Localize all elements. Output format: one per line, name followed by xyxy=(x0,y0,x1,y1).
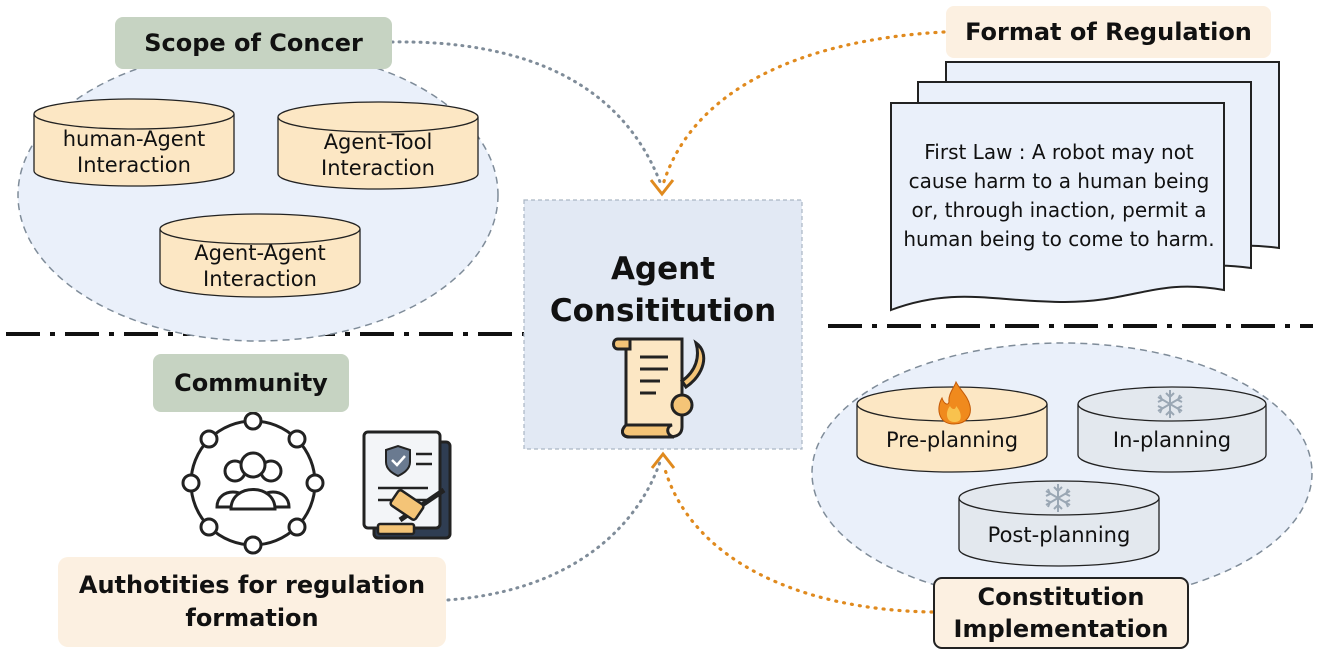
agent-constitution-title: Agent Consititution xyxy=(549,251,777,329)
flame-icon xyxy=(938,380,971,425)
cylinder-human-agent xyxy=(33,98,235,187)
community-title: Community xyxy=(153,354,349,412)
authorities-arrow xyxy=(446,460,662,602)
cylinder-agent-agent xyxy=(159,213,361,298)
implementation-arrowhead xyxy=(650,451,676,469)
legal-document-icon xyxy=(362,430,452,540)
cylinder-agent-tool xyxy=(277,101,479,190)
format-arrow xyxy=(660,30,946,190)
first-law-text: First Law : A robot may not cause harm t… xyxy=(903,140,1215,251)
implementation-arrow xyxy=(662,464,934,614)
law-document-stack xyxy=(890,61,1280,312)
snowflake-icon xyxy=(1157,390,1183,418)
stage-post-planning: Post-planning xyxy=(987,523,1131,547)
snowflake-icon xyxy=(1045,484,1071,512)
constitution-implementation-title: Constitution Implementation xyxy=(933,577,1189,649)
scroll-icon xyxy=(612,337,706,439)
scope-arrow xyxy=(390,40,662,184)
authorities-label: Authotities for regulation formation xyxy=(58,557,446,647)
people-network-icon xyxy=(181,411,325,555)
stage-in-planning: In-planning xyxy=(1112,428,1232,452)
scope-of-concern-title: Scope of Concer xyxy=(115,17,392,69)
cylinder-in-planning xyxy=(1077,386,1267,473)
scope-item-agent-agent: Agent-Agent Interaction xyxy=(194,241,326,291)
scope-item-human-agent: human-Agent Interaction xyxy=(62,127,206,177)
format-of-regulation-title: Format of Regulation xyxy=(946,6,1271,58)
format-arrowhead xyxy=(649,179,675,197)
stage-pre-planning: Pre-planning xyxy=(885,428,1019,452)
scope-item-agent-tool: Agent-Tool Interaction xyxy=(321,130,435,180)
